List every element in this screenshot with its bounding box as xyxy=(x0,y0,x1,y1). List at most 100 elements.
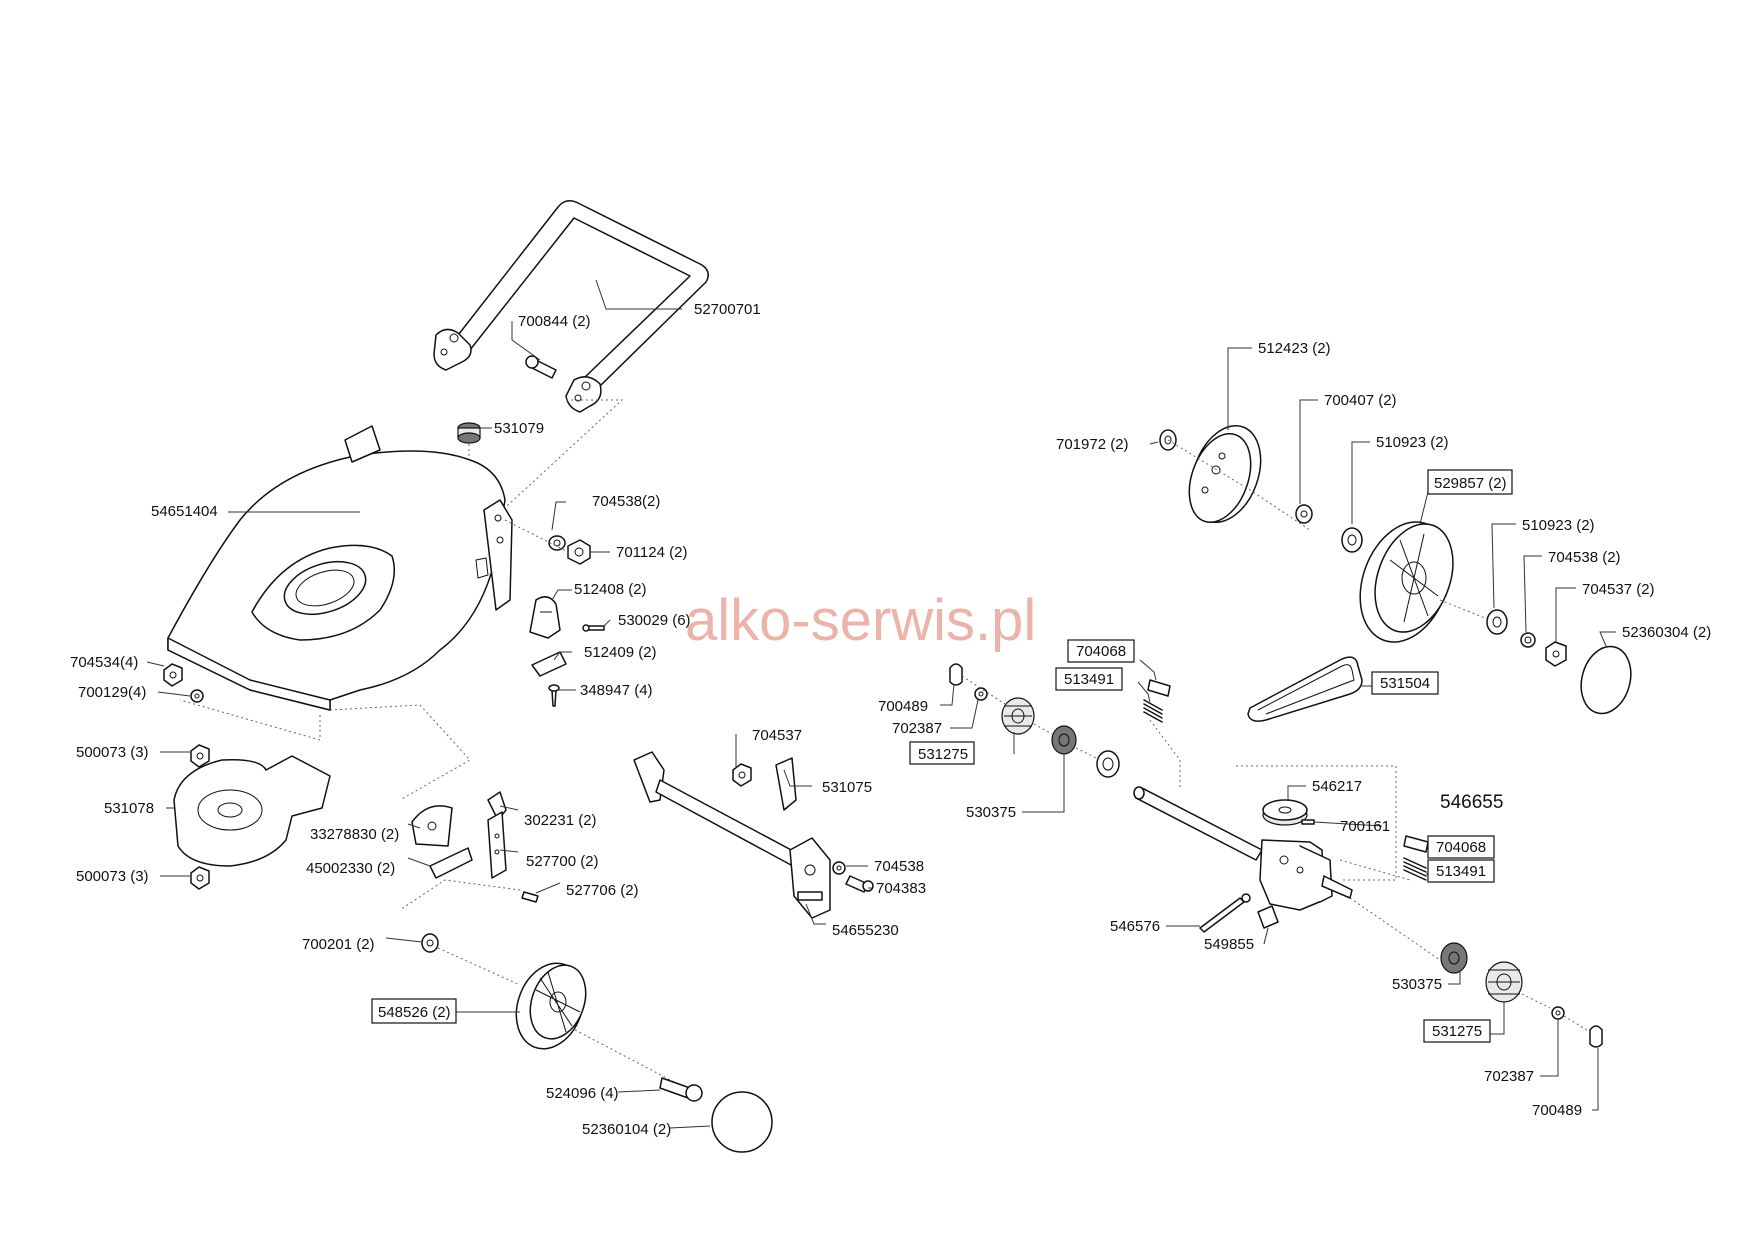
label-bolt-527706: 527706 (2) xyxy=(566,882,639,899)
ring-700489-left-part xyxy=(949,663,963,686)
label-rear-cap: 52360304 (2) xyxy=(1622,624,1711,641)
label-nut-704538-axle: 704538 xyxy=(874,858,924,875)
label-buffer: 531079 xyxy=(494,420,544,437)
buffer-part xyxy=(457,422,481,444)
pin-700161-part xyxy=(1301,819,1315,825)
lever-549855-part xyxy=(1257,905,1279,929)
label-lever-527700: 527700 (2) xyxy=(526,853,599,870)
label-lever-302231: 302231 (2) xyxy=(524,812,597,829)
label-lever-549855: 549855 xyxy=(1204,936,1254,953)
belt-part xyxy=(1247,656,1363,722)
label-cover-plate: 512423 (2) xyxy=(1258,340,1331,357)
axle-part xyxy=(633,751,831,919)
spring-513491-top-label-box xyxy=(1055,667,1123,691)
label-key-704068-top: 704068 xyxy=(1076,643,1126,660)
lever-527700-part xyxy=(487,811,507,879)
bolt-527706-part xyxy=(521,891,539,903)
rear-cap-part xyxy=(1580,645,1632,715)
bearing-530375-left-part xyxy=(1051,725,1077,755)
cover-plate-512423-part xyxy=(1188,425,1262,524)
label-ring-700489-right: 700489 xyxy=(1532,1102,1582,1119)
label-nut-704537-rear: 704537 (2) xyxy=(1582,581,1655,598)
label-cable-546576: 546576 xyxy=(1110,918,1160,935)
front-wheel-label-box xyxy=(371,998,457,1024)
rear-wheel-part xyxy=(1359,521,1454,643)
label-bearing-530375-left: 530375 xyxy=(966,804,1016,821)
key-704068-top-label-box xyxy=(1067,639,1135,663)
pinion-531275-right-part xyxy=(1485,961,1523,1003)
pinion-531275-right-label-box xyxy=(1423,1019,1491,1043)
label-screw-348947: 348947 (4) xyxy=(580,682,653,699)
label-bushing-510923-b: 510923 (2) xyxy=(1522,517,1595,534)
handle-bolt-part xyxy=(525,355,557,379)
label-clip-512408: 512408 (2) xyxy=(574,581,647,598)
axle-clip-531075-part xyxy=(775,757,797,811)
gearbox-part xyxy=(1259,839,1353,911)
bearing-700201-part xyxy=(421,933,439,953)
leader-lines xyxy=(146,279,1616,1129)
label-key-704068-bottom: 704068 xyxy=(1436,839,1486,856)
nut-704534-part xyxy=(163,663,183,687)
label-nut-701124: 701124 (2) xyxy=(616,544,687,561)
bearing-530375-right-part xyxy=(1440,942,1468,974)
key-704068-bottom-label-box xyxy=(1427,835,1495,859)
axle-nut-704537-part xyxy=(732,763,752,787)
label-axle: 54655230 xyxy=(832,922,899,939)
label-axle-nut-704537: 704537 xyxy=(752,727,802,744)
label-nut-704534: 704534(4) xyxy=(70,654,138,671)
label-bearing-530375-right: 530375 xyxy=(1392,976,1442,993)
pinion-531275-left-part xyxy=(1001,697,1035,735)
watermark-text: alko-serwis.pl xyxy=(685,588,1036,653)
label-nut-500073-bottom: 500073 (3) xyxy=(76,868,149,885)
spring-513491-bottom-part xyxy=(1403,857,1427,881)
label-pinion-531275-right: 531275 xyxy=(1432,1023,1482,1040)
label-washer-700129: 700129(4) xyxy=(78,684,146,701)
nut-704538-rear-part xyxy=(1520,632,1536,648)
plate-512409-part xyxy=(531,651,567,677)
label-plate-512409: 512409 (2) xyxy=(584,644,657,661)
washer-702387-left-part xyxy=(974,687,988,701)
bushing-510923-b-part xyxy=(1486,609,1508,635)
ring-700489-right-part xyxy=(1589,1025,1603,1048)
screw-530029-part xyxy=(582,624,605,632)
label-nut-704538-rear: 704538 (2) xyxy=(1548,549,1621,566)
front-cap-part xyxy=(711,1091,773,1153)
nut-704537-rear-part xyxy=(1545,641,1567,667)
nut-704538-part xyxy=(548,535,566,551)
label-axle-clip: 531075 xyxy=(822,779,872,796)
label-gearbox: 546655 xyxy=(1440,792,1503,813)
pulley-546217-part xyxy=(1262,799,1308,826)
wheel-bolt-part xyxy=(659,1077,703,1102)
bracket-531078-part xyxy=(173,755,331,867)
nut-704538-axle-part xyxy=(832,861,846,875)
label-bolt-704383: 704383 xyxy=(876,880,926,897)
label-pulley-546217: 546217 xyxy=(1312,778,1362,795)
bushing-510923-a-part xyxy=(1341,527,1363,553)
belt-label-box xyxy=(1371,671,1439,695)
height-lever-part xyxy=(411,805,453,847)
label-spring-513491-bottom: 513491 xyxy=(1436,863,1486,880)
label-handle-bolt: 700844 (2) xyxy=(518,313,591,330)
front-wheel-part xyxy=(515,962,587,1050)
bearing-2-part xyxy=(1096,750,1120,778)
washer-700407-part xyxy=(1295,504,1313,524)
label-nut-500073-top: 500073 (3) xyxy=(76,744,149,761)
deck-part xyxy=(167,425,513,711)
spring-513491-top-part xyxy=(1143,699,1163,723)
label-pinion-531275-left: 531275 xyxy=(918,746,968,763)
screw-348947-part xyxy=(548,684,560,707)
label-washer-702387-left: 702387 xyxy=(892,720,942,737)
drive-shaft-part xyxy=(1133,786,1263,861)
label-rear-wheel: 529857 (2) xyxy=(1434,475,1507,492)
label-bushing-510923-a: 510923 (2) xyxy=(1376,434,1449,451)
nut-701124-part xyxy=(567,539,591,565)
washer-700129-part xyxy=(190,689,204,703)
handle-part xyxy=(433,200,709,413)
label-ring-700489-left: 700489 xyxy=(878,698,928,715)
rear-wheel-label-box xyxy=(1427,469,1513,495)
label-washer-702387-right: 702387 xyxy=(1484,1068,1534,1085)
nut-500073-top-part xyxy=(190,744,210,768)
label-bearing-700201: 700201 (2) xyxy=(302,936,375,953)
label-washer-700407: 700407 (2) xyxy=(1324,392,1397,409)
